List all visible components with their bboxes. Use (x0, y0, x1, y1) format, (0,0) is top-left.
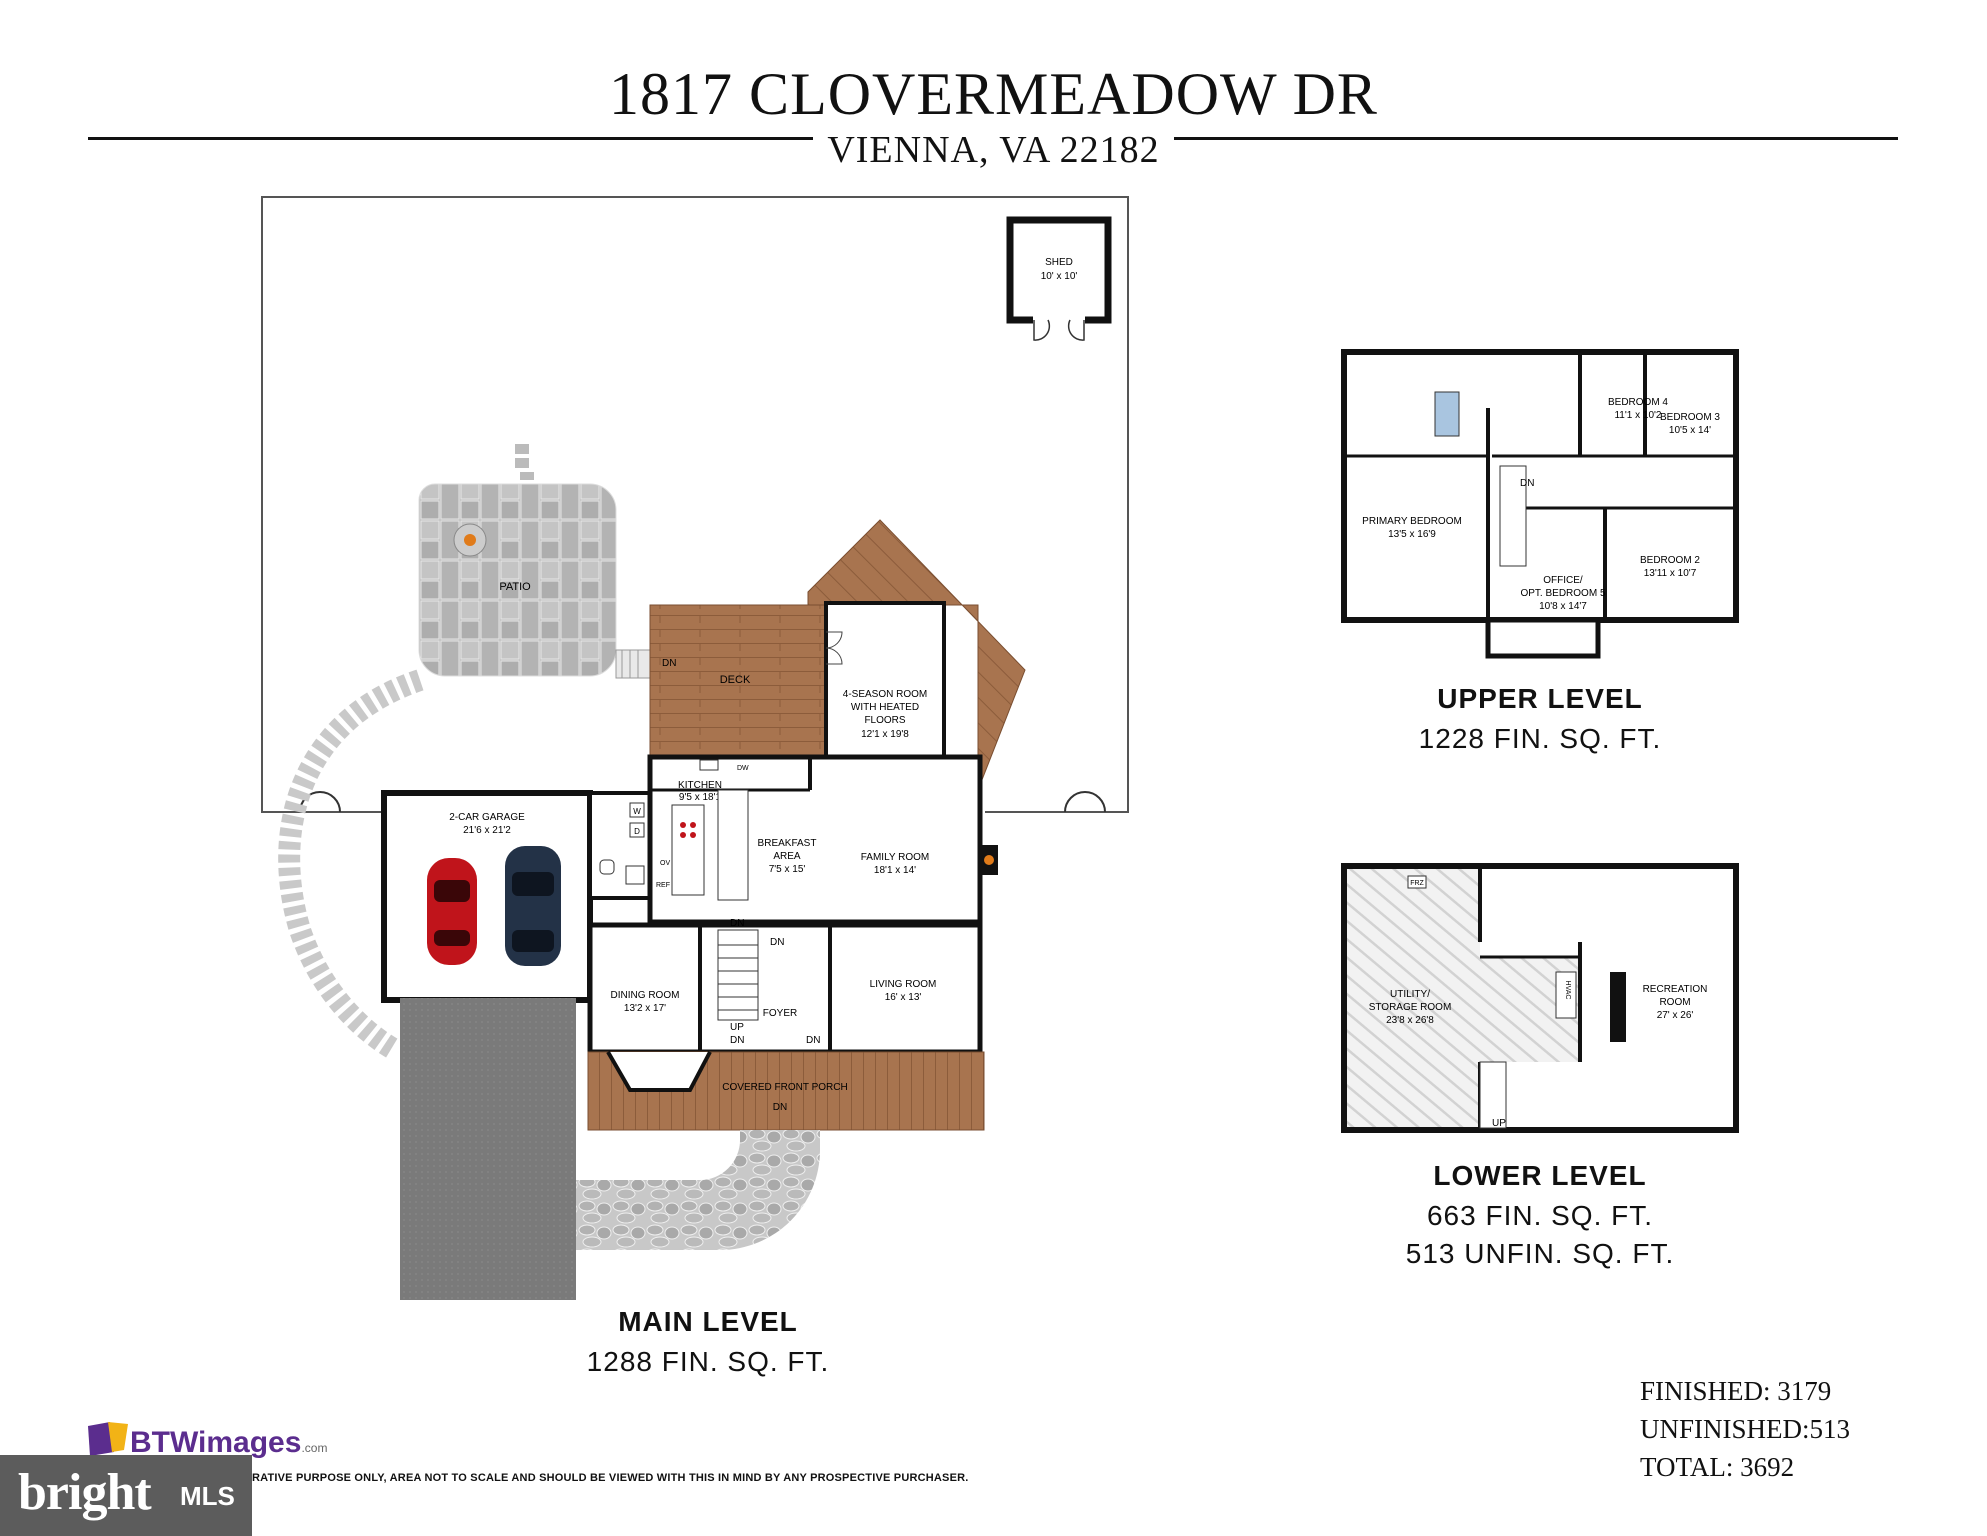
kitchen-island (671, 804, 705, 896)
living-room-label: LIVING ROOM (870, 979, 937, 990)
bright-mls-logo: bright MLS (0, 1455, 252, 1536)
four-season-label-1: 4-SEASON ROOM (843, 689, 927, 700)
primary-bedroom-size: 13'5 x 16'9 (1388, 529, 1436, 540)
garage-size: 21'6 x 21'2 (463, 825, 511, 836)
hvac-label: HVAC (1564, 981, 1571, 1000)
freezer-label: FRZ (1410, 880, 1424, 887)
utility-size: 23'8 x 26'8 (1386, 1015, 1434, 1026)
porch-dn-label: DN (806, 1035, 820, 1046)
washer-label: W (633, 807, 641, 816)
deck-dn-label: DN (662, 658, 676, 669)
recreation-size: 27' x 26' (1657, 1010, 1694, 1021)
lower-level-unfinished-area: 513 UNFIN. SQ. FT. (1405, 1238, 1675, 1269)
recreation-label-2: ROOM (1659, 997, 1690, 1008)
utility-label-2: STORAGE ROOM (1369, 1002, 1452, 1013)
front-walkway (576, 1130, 820, 1250)
upper-level-plan: DN BEDROOM 4 11'1 x 10'2 BEDROOM 3 10'5 … (1341, 349, 1739, 659)
garage-label: 2-CAR GARAGE (449, 812, 525, 823)
breakfast-label-2: AREA (773, 851, 801, 862)
patio-label: PATIO (499, 581, 531, 593)
utility-label-1: UTILITY/ (1390, 989, 1430, 1000)
unfinished-value: 513 (1809, 1414, 1851, 1444)
main-level-title: MAIN LEVEL (618, 1306, 798, 1337)
recreation-label-1: RECREATION (1643, 984, 1708, 995)
dw-label: DW (737, 765, 749, 772)
living-room-size: 16' x 13' (885, 992, 922, 1003)
family-room-size: 18'1 x 14' (874, 865, 916, 876)
unfinished-label: UNFINISHED: (1640, 1414, 1810, 1444)
main-staircase (717, 929, 759, 1021)
porch-steps-dn: DN (773, 1102, 787, 1113)
office-label-1: OFFICE/ (1543, 575, 1583, 586)
family-room-label: FAMILY ROOM (861, 852, 930, 863)
bedroom2-label: BEDROOM 2 (1640, 555, 1700, 566)
lower-level-finished-area: 663 FIN. SQ. FT. (1426, 1200, 1654, 1231)
dining-room-label: DINING ROOM (611, 990, 680, 1001)
bedroom3-label: BEDROOM 3 (1660, 412, 1720, 423)
four-season-label-2: WITH HEATED (851, 702, 919, 713)
shed-label: SHED (1045, 257, 1073, 268)
red-car (427, 858, 477, 965)
foyer-dn-label: DN (770, 937, 784, 948)
total-row: TOTAL: 3692 (1640, 1448, 1850, 1486)
btw-suffix: .com (301, 1441, 328, 1455)
main-level-area: 1288 FIN. SQ. FT. (586, 1346, 830, 1377)
stair-dn-label: DN (730, 918, 744, 929)
dryer-label: D (634, 827, 640, 836)
patio (418, 483, 617, 677)
finished-row: FINISHED: 3179 (1640, 1372, 1850, 1410)
blue-car (505, 846, 561, 966)
fridge-label: REF (656, 882, 670, 889)
btw-name: BTWimages (130, 1426, 302, 1459)
kitchen-label: KITCHEN (678, 780, 722, 791)
shed-size: 10' x 10' (1041, 271, 1078, 282)
dining-room-size: 13'2 x 17' (624, 1003, 666, 1014)
upper-dn-label: DN (1520, 478, 1534, 489)
lower-up-label: UP (1492, 1118, 1506, 1129)
office-label-2: OPT. BEDROOM 5 (1520, 588, 1605, 599)
lower-level-plan: UP HVAC FRZ UTILITY/ STORAGE ROOM 23'8 x… (1341, 863, 1739, 1133)
finished-label: FINISHED: (1640, 1376, 1771, 1406)
upper-level-area: 1228 FIN. SQ. FT. (1418, 723, 1662, 754)
kitchen-size: 9'5 x 18'1 (679, 792, 722, 803)
total-value: 3692 (1740, 1452, 1795, 1482)
area-totals: FINISHED: 3179 UNFINISHED:513 TOTAL: 369… (1640, 1372, 1850, 1486)
four-season-label-3: FLOORS (864, 715, 905, 726)
breakfast-size: 7'5 x 15' (769, 864, 806, 875)
btw-logo-text: BTWimages.com (130, 1426, 327, 1460)
btw-logo-icon (88, 1422, 128, 1458)
office-size: 10'8 x 14'7 (1539, 601, 1587, 612)
page-subtitle: VIENNA, VA 22182 (0, 128, 1987, 172)
four-season-size: 12'1 x 19'8 (861, 729, 909, 740)
deck-label: DECK (720, 674, 751, 686)
main-house-block (647, 754, 983, 925)
stone-walkway (278, 669, 424, 1060)
total-label: TOTAL: (1640, 1452, 1734, 1482)
driveway (400, 998, 576, 1300)
finished-value: 3179 (1777, 1376, 1832, 1406)
disclaimer-text: RATIVE PURPOSE ONLY, AREA NOT TO SCALE A… (252, 1472, 969, 1484)
stair-up-label: UP (730, 1022, 744, 1033)
porch-label: COVERED FRONT PORCH (722, 1082, 847, 1093)
bedroom4-label: BEDROOM 4 (1608, 397, 1668, 408)
lower-level-title: LOWER LEVEL (1433, 1160, 1647, 1191)
foyer-label: FOYER (763, 1008, 797, 1019)
unfinished-row: UNFINISHED:513 (1640, 1410, 1850, 1448)
bedroom4-size: 11'1 x 10'2 (1614, 410, 1661, 421)
oven-label: OV (660, 860, 670, 867)
stair-dn2-label: DN (730, 1035, 744, 1046)
bedroom2-size: 13'11 x 10'7 (1644, 568, 1697, 579)
address-city: VIENNA, VA 22182 (813, 129, 1174, 171)
page-title: 1817 CLOVERMEADOW DR (609, 61, 1378, 127)
breakfast-label-1: BREAKFAST (758, 838, 817, 849)
bedroom3-size: 10'5 x 14' (1669, 425, 1711, 436)
primary-bedroom-label: PRIMARY BEDROOM (1362, 516, 1462, 527)
shed (1006, 216, 1112, 324)
upper-level-title: UPPER LEVEL (1437, 683, 1643, 714)
mls-logo-text: MLS (180, 1481, 235, 1511)
bright-logo-text: bright (18, 1464, 152, 1521)
